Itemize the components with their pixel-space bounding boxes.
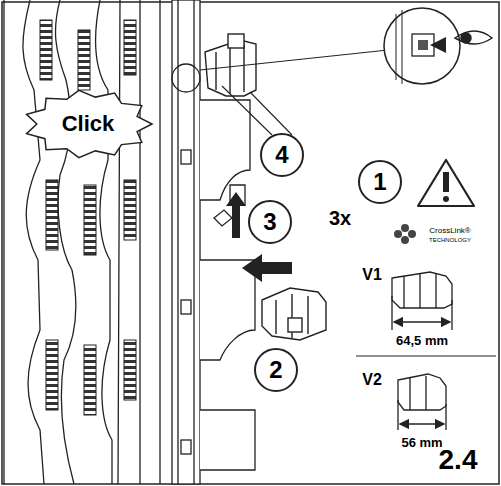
eye-symbol — [455, 31, 492, 44]
slot — [46, 180, 58, 250]
slot — [84, 345, 96, 415]
slot — [124, 180, 136, 240]
vertical-bar — [172, 0, 200, 484]
rail-outline — [4, 0, 44, 484]
module-outline — [96, 0, 112, 484]
clip-body — [262, 288, 326, 340]
holder-compartments — [200, 100, 255, 470]
v1-clip — [392, 272, 452, 330]
slot — [124, 20, 136, 75]
magnifier — [384, 8, 460, 84]
clip-ribs — [410, 376, 426, 410]
leader-lines — [200, 50, 388, 135]
compartment — [200, 260, 255, 360]
label: V1 — [362, 267, 382, 283]
dimension-label: 64,5 mm — [396, 334, 448, 347]
warning-symbol — [418, 160, 474, 206]
action-text: Click — [62, 111, 115, 137]
callout-number: 3 — [263, 208, 276, 236]
module-edges — [118, 0, 160, 484]
bar-hole — [181, 300, 191, 314]
fuse-rail-modules — [4, 0, 160, 484]
click-burst: Click — [22, 88, 154, 160]
extension-line — [392, 296, 452, 330]
logo-dot — [401, 224, 409, 232]
extension-line — [398, 400, 446, 430]
logo-dot — [394, 230, 402, 238]
bar-hole — [181, 150, 191, 164]
warning-triangle — [418, 160, 474, 206]
slot — [124, 340, 136, 400]
pupil — [461, 33, 471, 43]
detail-edge — [396, 10, 402, 84]
clip-ribs — [276, 294, 308, 338]
dimension-line — [394, 321, 450, 322]
screw — [214, 210, 232, 226]
callout-number: 2 — [254, 348, 298, 392]
exclamation-dot — [443, 196, 449, 202]
clip-ribs — [216, 44, 244, 94]
separator — [356, 355, 496, 356]
callout-number: 1 — [358, 160, 402, 204]
dimension-label: 56 mm — [401, 436, 442, 449]
detail-circle — [172, 64, 200, 92]
insert-arrow — [242, 254, 292, 282]
step-number: 2.4 — [439, 446, 478, 474]
logo-dot — [408, 230, 416, 238]
callout-number: 4 — [275, 141, 288, 169]
eye — [455, 31, 492, 44]
slot — [78, 30, 90, 90]
callout-number: 4 — [260, 133, 304, 177]
label: TECHNOLOGY — [429, 237, 471, 243]
clip-profile — [392, 272, 452, 308]
bar — [172, 0, 200, 484]
latch — [418, 40, 428, 50]
callout-number: 1 — [373, 168, 386, 196]
label: 3x — [329, 208, 351, 228]
exclamation — [443, 172, 449, 192]
callout-number: 2 — [269, 356, 282, 384]
callout-leader — [222, 86, 272, 135]
clip-tab — [228, 34, 244, 48]
compartment — [200, 410, 255, 470]
clip-ribs — [404, 274, 436, 308]
detail-leader — [200, 50, 388, 70]
callout-number: 3 — [248, 200, 292, 244]
label: CrossLink® — [429, 227, 470, 235]
magnified-detail — [384, 8, 460, 84]
logo-dot — [401, 236, 409, 244]
push-up-arrow — [226, 192, 246, 238]
bar-edge — [178, 0, 194, 484]
bar-hole — [181, 440, 191, 454]
loose-clip — [262, 288, 326, 340]
clip-foot — [288, 318, 302, 332]
slot — [84, 185, 96, 255]
label: V2 — [362, 372, 382, 388]
latch-arrow — [432, 44, 446, 46]
crosslink-logo — [394, 224, 416, 244]
callout-leader — [250, 92, 292, 135]
module-slots — [40, 20, 136, 415]
clip-profile — [398, 374, 446, 410]
slot — [46, 340, 58, 410]
latch-window — [412, 34, 434, 56]
slot — [40, 20, 52, 80]
dimension-line — [400, 423, 444, 424]
module-outline — [55, 0, 75, 484]
v2-clip — [398, 374, 446, 430]
burst-shape — [27, 90, 152, 157]
